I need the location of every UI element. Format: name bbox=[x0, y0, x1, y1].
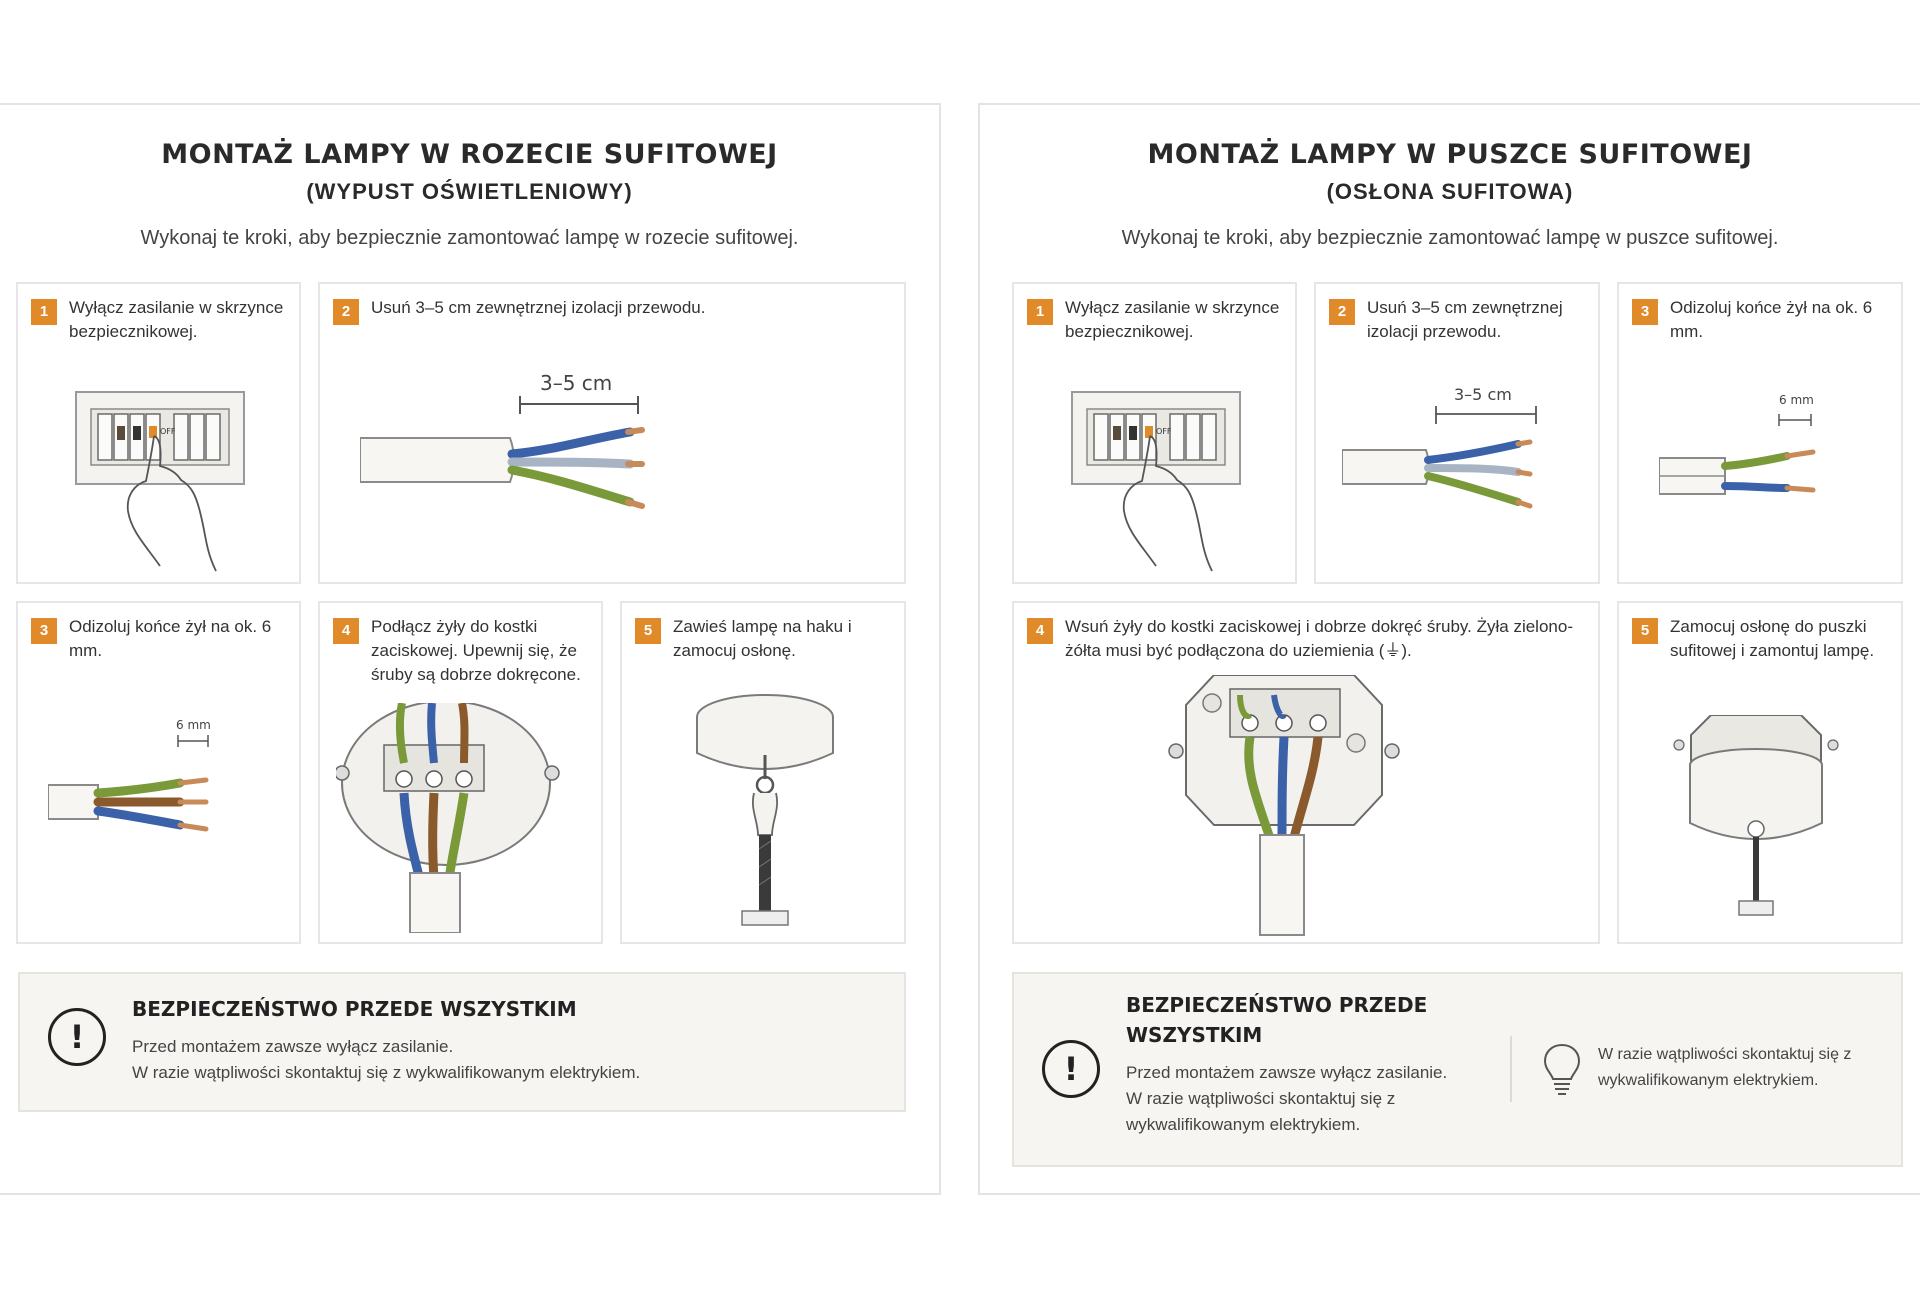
measure-label: 3–5 cm bbox=[1454, 385, 1512, 404]
safety-line-1: Przed montażem zawsze wyłącz zasilanie. bbox=[132, 1037, 454, 1056]
right-panel: MONTAŻ LAMPY W PUSZCE SUFITOWEJ (OSŁONA … bbox=[978, 103, 1920, 1195]
step-instruction: Wyłącz zasilanie w skrzynce bezpieczniko… bbox=[69, 298, 284, 341]
step-instruction: Odizoluj końce żył na ok. 6 mm. bbox=[69, 617, 272, 660]
svg-text:OFF: OFF bbox=[1156, 427, 1172, 436]
right-intro: Wykonaj te kroki, aby bezpiecznie zamont… bbox=[1121, 227, 1779, 249]
box-cover-icon bbox=[1673, 715, 1839, 916]
step-instruction: Wyłącz zasilanie w skrzynce bezpieczniko… bbox=[1065, 298, 1280, 341]
step-instruction: Usuń 3–5 cm zewnętrznej izolacji przewod… bbox=[1367, 298, 1563, 341]
left-intro: Wykonaj te kroki, aby bezpiecznie zamont… bbox=[140, 227, 799, 249]
left-subtitle: (WYPUST OŚWIETLENIOWY) bbox=[306, 179, 633, 204]
cable-strip-icon: 3–5 cm bbox=[360, 371, 645, 509]
left-title: MONTAŻ LAMPY W ROZECIE SUFITOWEJ bbox=[161, 139, 778, 170]
divider bbox=[1510, 1036, 1512, 1102]
left-panel: MONTAŻ LAMPY W ROZECIE SUFITOWEJ (WYPUST… bbox=[0, 103, 941, 1195]
junction-box-icon bbox=[1168, 675, 1400, 936]
step-instruction: Wsuń żyły do kostki zaciskowej i dobrze … bbox=[1065, 617, 1573, 660]
step-number-badge: 3 bbox=[31, 618, 57, 644]
step-instruction: Odizoluj końce żył na ok. 6 mm. bbox=[1670, 298, 1873, 341]
left-safety-box: ! BEZPIECZEŃSTWO PRZEDE WSZYSTKIM Przed … bbox=[18, 972, 906, 1112]
safety-title-line-2: WSZYSTKIM bbox=[1126, 1023, 1263, 1047]
wire-ends-icon: 6 mm bbox=[48, 718, 211, 832]
step-number-badge: 2 bbox=[1329, 299, 1355, 325]
ceiling-rose-icon bbox=[696, 694, 834, 926]
cable-strip-icon: 3–5 cm bbox=[1342, 385, 1537, 509]
safety-line-2: W razie wątpliwości skontaktuj się z wyk… bbox=[132, 1063, 641, 1082]
step-number-badge: 1 bbox=[31, 299, 57, 325]
safety-line-2: W razie wątpliwości skontaktuj się z bbox=[1126, 1089, 1396, 1108]
measure-label: 6 mm bbox=[1779, 393, 1814, 407]
left-step-2-card: 2 Usuń 3–5 cm zewnętrznej izolacji przew… bbox=[318, 282, 906, 584]
step-number-badge: 5 bbox=[1632, 618, 1658, 644]
measure-label: 3–5 cm bbox=[540, 371, 612, 395]
right-step-5-card: 5 Zamocuj osłonę do puszki sufitowej i z… bbox=[1617, 601, 1903, 944]
safety-title-line-1: BEZPIECZEŃSTWO PRZEDE bbox=[1126, 993, 1428, 1017]
step-instruction: Zawieś lampę na haku i zamocuj osłonę. bbox=[673, 617, 852, 660]
step-number-badge: 1 bbox=[1027, 299, 1053, 325]
fuse-box-icon: OFF bbox=[1071, 391, 1241, 572]
right-title: MONTAŻ LAMPY W PUSZCE SUFITOWEJ bbox=[1147, 139, 1753, 170]
fuse-box-icon: OFF bbox=[75, 391, 245, 572]
svg-text:OFF: OFF bbox=[160, 427, 176, 436]
step-number-badge: 4 bbox=[1027, 618, 1053, 644]
left-step-4-card: 4 Podłącz żyły do kostki zaciskowej. Upe… bbox=[318, 601, 603, 944]
safety-line-3: wykwalifikowanym elektrykiem. bbox=[1126, 1115, 1361, 1134]
right-subtitle: (OSŁONA SUFITOWA) bbox=[1326, 179, 1574, 204]
right-step-4-card: 4 Wsuń żyły do kostki zaciskowej i dobrz… bbox=[1012, 601, 1600, 944]
step-number-badge: 4 bbox=[333, 618, 359, 644]
terminal-block-icon bbox=[336, 703, 560, 933]
step-number-badge: 3 bbox=[1632, 299, 1658, 325]
exclamation-icon: ! bbox=[48, 1008, 106, 1066]
exclamation-icon: ! bbox=[1042, 1040, 1100, 1098]
step-instruction: Podłącz żyły do kostki zaciskowej. Upewn… bbox=[371, 617, 581, 684]
step-instruction: Zamocuj osłonę do puszki sufitowej i zam… bbox=[1670, 617, 1875, 660]
left-step-5-card: 5 Zawieś lampę na haku i zamocuj osłonę. bbox=[620, 601, 906, 944]
step-instruction: Usuń 3–5 cm zewnętrznej izolacji przewod… bbox=[371, 298, 706, 317]
left-step-1-card: 1 Wyłącz zasilanie w skrzynce bezpieczni… bbox=[16, 282, 301, 584]
right-step-2-card: 2 Usuń 3–5 cm zewnętrznej izolacji przew… bbox=[1314, 282, 1600, 584]
safety-title: BEZPIECZEŃSTWO PRZEDE WSZYSTKIM bbox=[132, 997, 577, 1021]
right-step-3-card: 3 Odizoluj końce żył na ok. 6 mm. 6 mm bbox=[1617, 282, 1903, 584]
left-step-3-card: 3 Odizoluj końce żył na ok. 6 mm. 6 mm bbox=[16, 601, 301, 944]
light-bulb-icon bbox=[1543, 1043, 1581, 1095]
right-safety-box: ! BEZPIECZEŃSTWO PRZEDE WSZYSTKIM Przed … bbox=[1012, 972, 1903, 1167]
step-number-badge: 2 bbox=[333, 299, 359, 325]
tip-line-1: W razie wątpliwości skontaktuj się z bbox=[1598, 1046, 1852, 1063]
measure-label: 6 mm bbox=[176, 718, 211, 732]
right-step-1-card: 1 Wyłącz zasilanie w skrzynce bezpieczni… bbox=[1012, 282, 1297, 584]
tip-line-2: wykwalifikowanym elektrykiem. bbox=[1598, 1072, 1819, 1089]
step-number-badge: 5 bbox=[635, 618, 661, 644]
wire-ends-icon: 6 mm bbox=[1659, 393, 1816, 495]
safety-line-1: Przed montażem zawsze wyłącz zasilanie. bbox=[1126, 1063, 1448, 1082]
